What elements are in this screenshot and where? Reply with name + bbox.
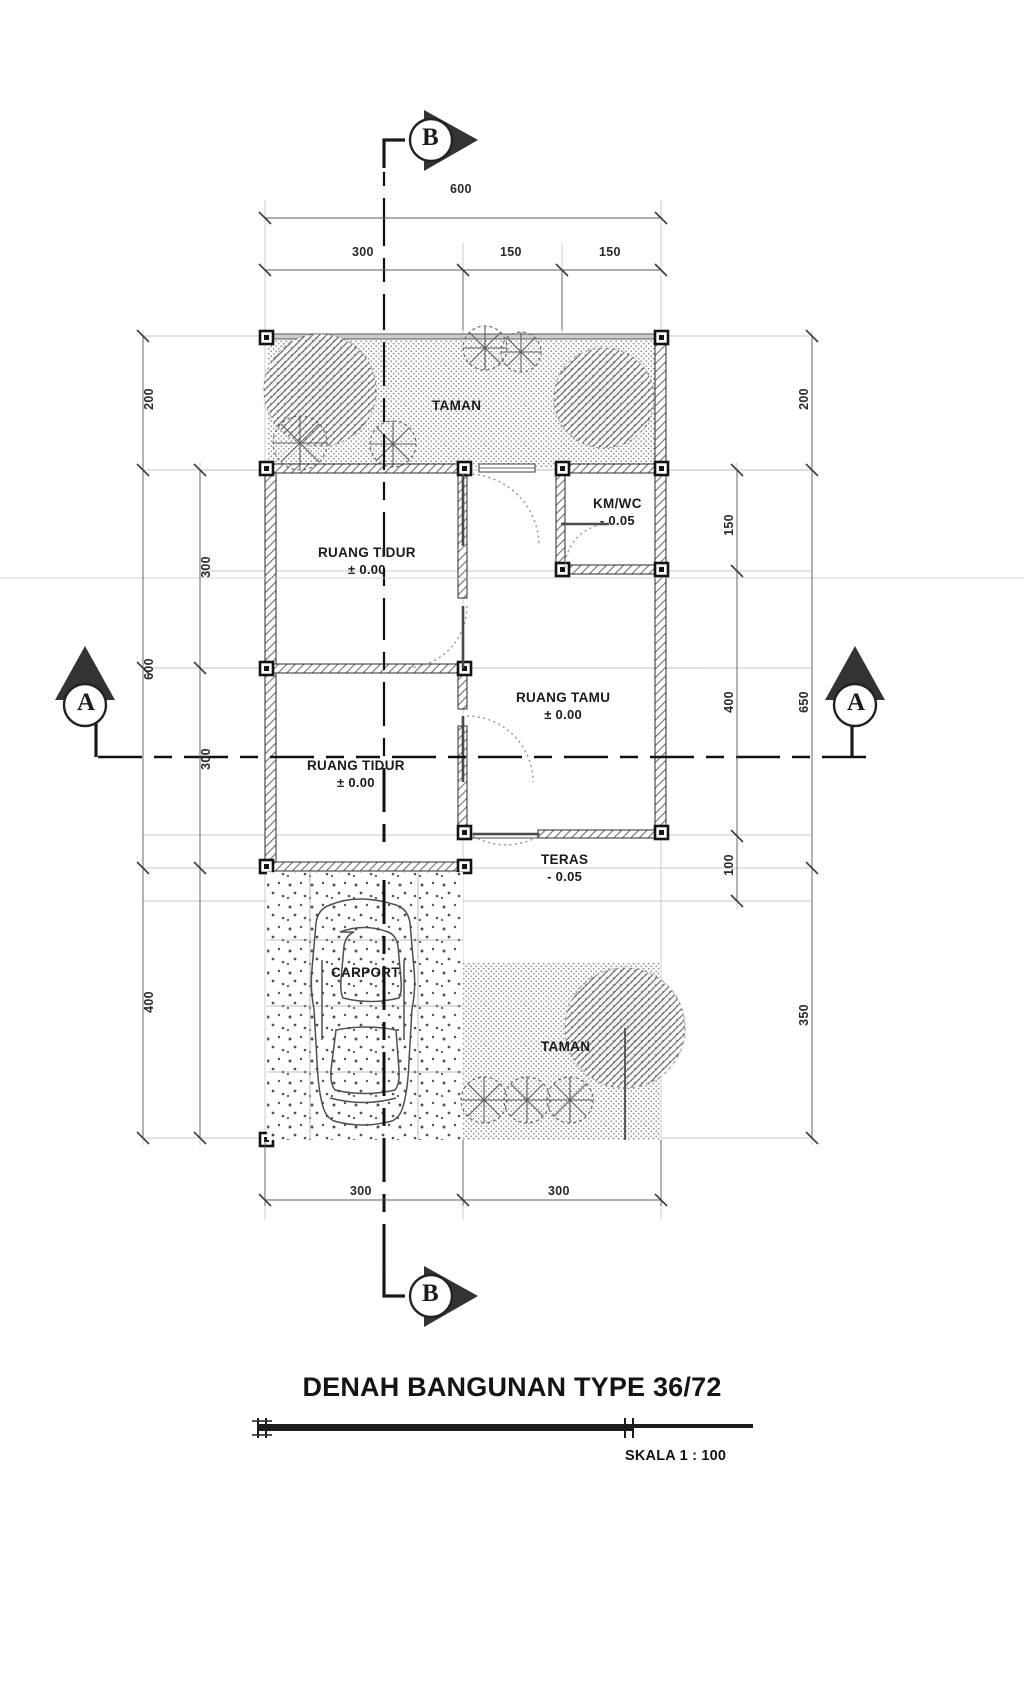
section-marker-b-top — [382, 110, 478, 171]
room-name: RUANG TIDUR — [318, 545, 416, 560]
dimension-top-overall: 600 — [450, 182, 472, 196]
drawing-scale: SKALA 1 : 100 — [625, 1448, 727, 1464]
room-label-taman-bottom: TAMAN — [541, 1039, 591, 1054]
dimension-right-kmwc: 150 — [722, 514, 736, 536]
room-label-carport: CARPORT — [331, 965, 400, 980]
room-elevation: - 0.05 — [599, 513, 635, 528]
shrub — [500, 331, 542, 373]
room-label-teras: TERAS - 0.05 — [541, 852, 588, 884]
dimension-left-bedrooms-total: 600 — [142, 658, 156, 680]
room-elevation: ± 0.00 — [336, 775, 375, 790]
dimension-right-teras: 100 — [722, 854, 736, 876]
dimension-top-bay-3: 150 — [599, 245, 621, 259]
room-label-bedroom-bottom: RUANG TIDUR ± 0.00 — [307, 758, 405, 790]
section-marker-b-bottom — [382, 1266, 478, 1327]
dimension-left-bedroom-1: 300 — [199, 556, 213, 578]
room-label-kmwc: KM/WC - 0.05 — [593, 496, 642, 528]
drawing-title: DENAH BANGUNAN TYPE 36/72 — [302, 1372, 722, 1402]
door-swings — [404, 473, 610, 846]
dimension-left-carport: 400 — [142, 991, 156, 1013]
vegetation — [262, 325, 687, 1140]
door-leafs — [461, 474, 609, 836]
section-marker-a-left-letter: A — [77, 689, 96, 716]
room-elevation: ± 0.00 — [347, 562, 386, 577]
car-symbol — [310, 898, 416, 1126]
shrub — [369, 420, 417, 468]
room-label-living: RUANG TAMU ± 0.00 — [516, 690, 610, 722]
dimension-bottom-garden: 300 — [548, 1184, 570, 1198]
shrub — [462, 325, 508, 371]
section-marker-a-right — [825, 646, 885, 757]
dimension-top-bay-1: 300 — [352, 245, 374, 259]
room-name: RUANG TIDUR — [307, 758, 405, 773]
section-marker-b-top-letter: B — [422, 124, 439, 151]
dimension-left-bedroom-2: 300 — [199, 748, 213, 770]
carport-area — [267, 872, 463, 1140]
dimension-right-rear-garden: 350 — [797, 1004, 811, 1026]
room-label-taman-top: TAMAN — [432, 398, 482, 413]
room-elevation: ± 0.00 — [544, 707, 583, 722]
section-marker-a-right-letter: A — [847, 689, 866, 716]
section-center-lines — [0, 172, 1024, 1268]
room-name: RUANG TAMU — [516, 690, 611, 705]
dimension-bottom-carport: 300 — [350, 1184, 372, 1198]
dimension-right-living: 400 — [722, 691, 736, 713]
room-name: KM/WC — [593, 496, 642, 511]
dimension-right-house: 650 — [797, 691, 811, 713]
dimension-left-garden: 200 — [142, 388, 156, 410]
shrub — [546, 1076, 594, 1124]
section-marker-b-bottom-letter: B — [422, 1280, 439, 1307]
title-underline-bar — [252, 1418, 753, 1438]
room-elevation: - 0.05 — [547, 869, 583, 884]
dimension-right-garden: 200 — [797, 388, 811, 410]
room-name: TERAS — [541, 852, 589, 867]
room-label-bedroom-top: RUANG TIDUR ± 0.00 — [318, 545, 416, 577]
windows — [478, 463, 536, 473]
shrub — [272, 415, 328, 471]
dimension-ticks — [136, 211, 819, 1207]
section-marker-a-left — [55, 646, 115, 757]
dimension-top-bay-2: 150 — [500, 245, 522, 259]
